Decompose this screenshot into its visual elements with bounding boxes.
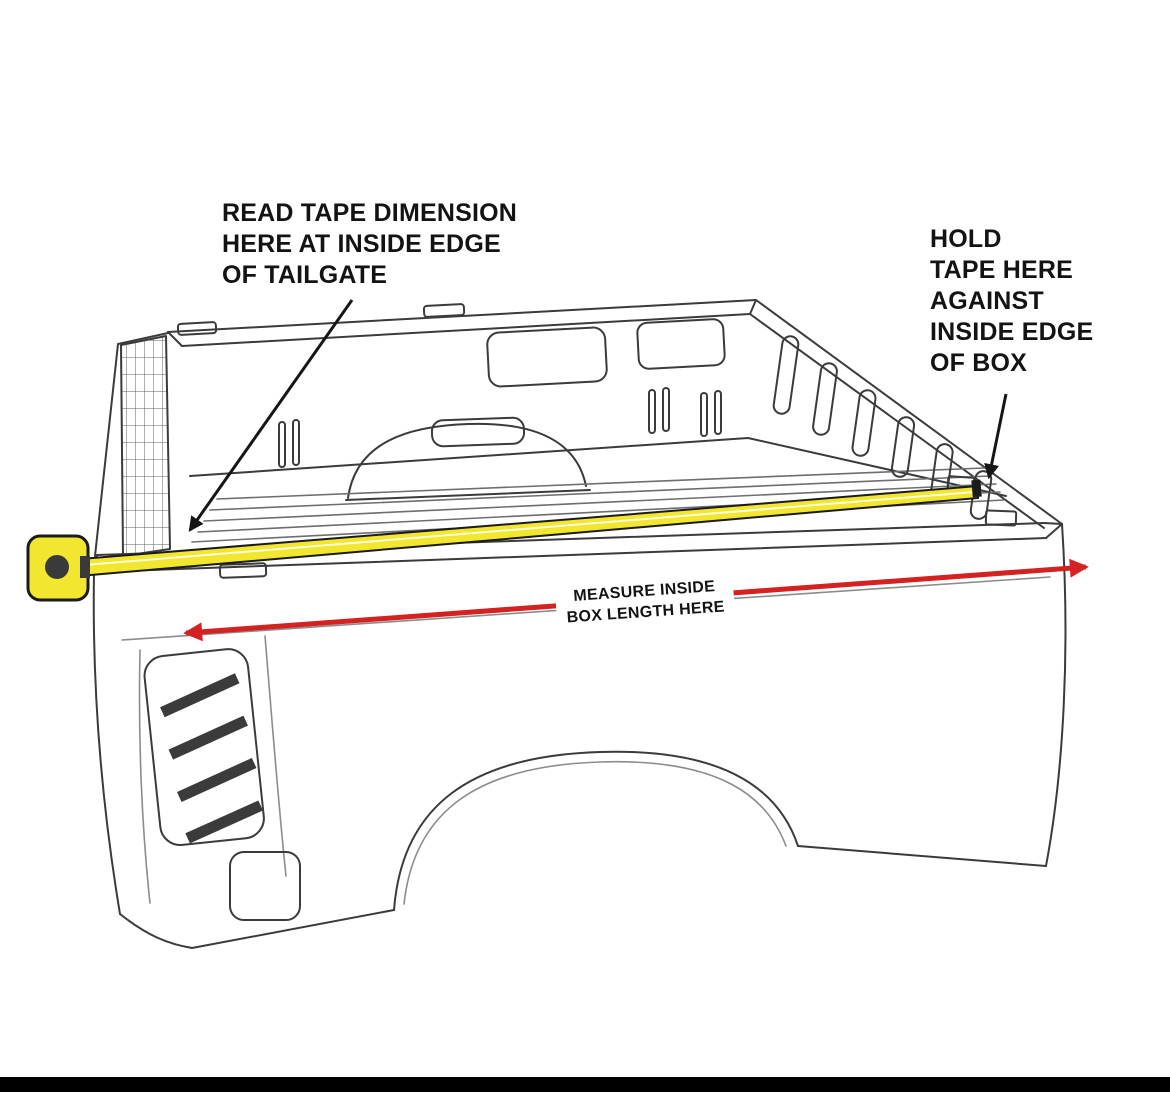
taillight-slat [177, 757, 257, 802]
read-tape-label-line: READ TAPE DIMENSION [222, 199, 518, 227]
right-corner [1043, 522, 1063, 539]
bulkhead-rib [772, 335, 800, 415]
right-rail [755, 299, 1063, 525]
taillight-housing [143, 648, 265, 847]
rail-cap [176, 321, 218, 336]
tape-reel [45, 555, 69, 579]
bottom-edge-left [119, 909, 395, 949]
tie-down-cleat [700, 392, 708, 437]
hold-tape-label-line: INSIDE EDGE [930, 318, 1094, 346]
measuring-tape [26, 479, 982, 602]
bulkhead-rib [851, 389, 877, 457]
far-wheel-well-cap [430, 416, 526, 448]
corner-crease [138, 649, 151, 904]
hold-tape-label-line: OF BOX [930, 349, 1028, 377]
footer-bar [0, 1077, 1170, 1092]
far-rail-inner [181, 313, 751, 347]
hold-tape-pointer-arrow [984, 393, 1008, 480]
taillight-slat [185, 800, 263, 844]
taillight-slats [160, 673, 263, 844]
bottom-edge-right [797, 845, 1047, 867]
bulkhead-rib [890, 416, 916, 478]
tie-down-cleat [714, 390, 722, 435]
tape-measure-icon [26, 534, 90, 602]
taillight-slat [160, 673, 240, 718]
floor-rib [216, 467, 985, 500]
rail-cap [422, 303, 466, 318]
tailgate-hatch-panel [120, 335, 171, 557]
hold-tape-label-line: TAPE HERE [930, 256, 1074, 284]
tie-down-cleat [662, 387, 670, 432]
tape-exit-slot [80, 556, 90, 578]
far-wall-recess [486, 326, 608, 388]
floor-rib [209, 475, 991, 511]
tape-blade [55, 484, 979, 580]
read-tape-label-line: OF TAILGATE [222, 261, 388, 289]
tie-down-cleat [292, 419, 300, 466]
left-outer-edge [92, 571, 121, 915]
right-rail-cap [749, 299, 757, 315]
wheel-arch-lip [403, 760, 787, 905]
read-tape-label-line: HERE AT INSIDE EDGE [222, 230, 501, 258]
floor-rib [203, 483, 997, 522]
tape-highlight [59, 491, 975, 568]
left-top-edge [94, 332, 169, 557]
far-wheel-well-base [345, 489, 591, 501]
far-wall-recess [636, 318, 726, 370]
wheel-arch [393, 750, 799, 911]
read-tape-pointer-arrow [188, 299, 354, 532]
read-tape-label: READ TAPE DIMENSION HERE AT INSIDE EDGE … [222, 198, 517, 291]
rail-plate [984, 509, 1018, 527]
far-wheel-well [347, 422, 587, 499]
tie-down-cleat [278, 421, 286, 468]
far-wall-bottom-edge [189, 437, 1007, 497]
far-rail-cap [167, 331, 183, 347]
tie-down-cleat [648, 389, 656, 434]
taillight [143, 648, 265, 847]
bulkhead-rib [812, 362, 838, 436]
truck-bed-line-art [92, 299, 1067, 949]
taillight-slat [168, 715, 248, 760]
bumper-step [229, 851, 301, 921]
hold-tape-label-line: HOLD [930, 225, 1002, 253]
hold-tape-label-line: AGAINST [930, 287, 1044, 315]
tape-end-hook [971, 479, 982, 498]
corner-crease [264, 635, 287, 877]
right-outer-edge [1045, 523, 1067, 867]
hold-tape-label: HOLD TAPE HERE AGAINST INSIDE EDGE OF BO… [930, 224, 1093, 379]
